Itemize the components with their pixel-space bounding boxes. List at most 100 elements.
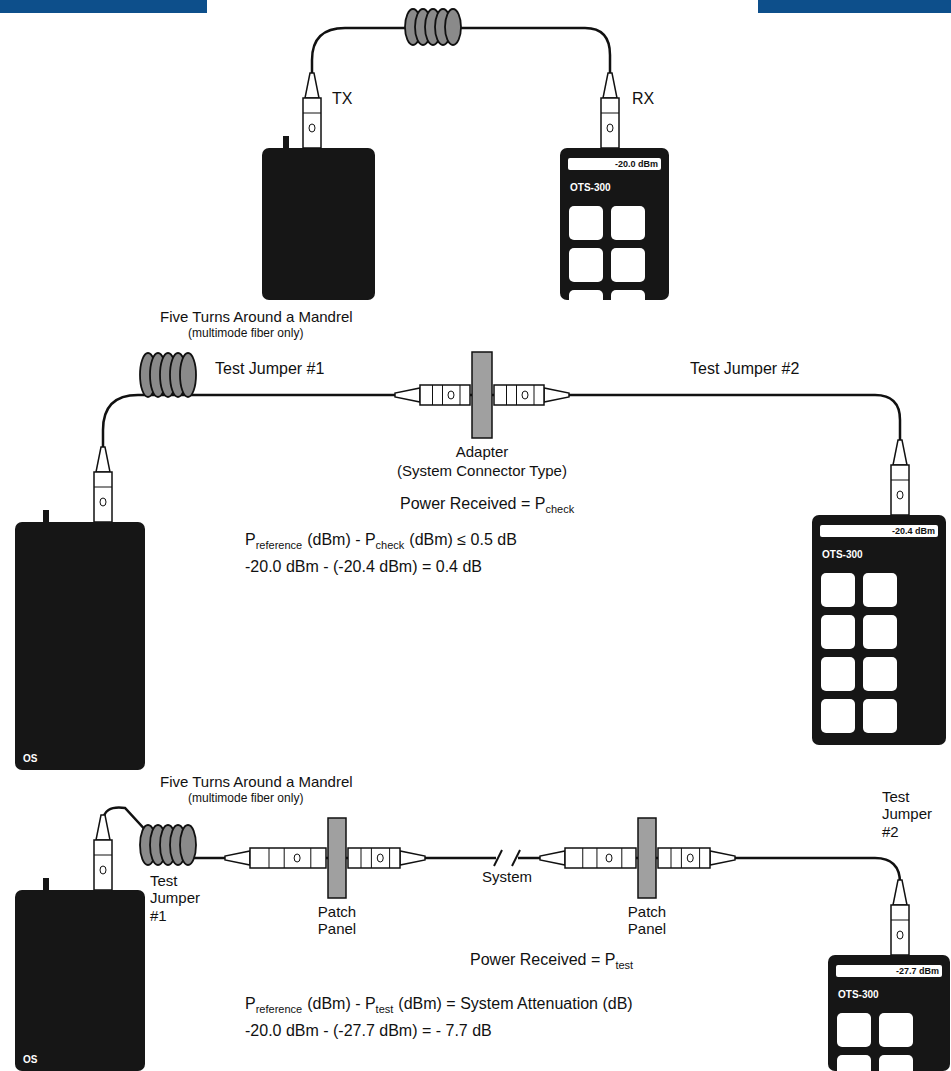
light-source: OS [15,890,145,1071]
formula-text: P [245,995,256,1012]
connector-rib [361,848,362,868]
connector-rib [94,487,112,488]
meter-button [821,615,855,649]
connector-rib [269,848,270,868]
connector-boot [893,880,907,905]
fiber-jumper [103,808,900,955]
connector-key [100,498,106,506]
formula-line: Power Received = Ptest [470,950,633,972]
adapter-bar [472,352,492,438]
connector-boot [603,73,617,98]
fiber-break [496,849,518,867]
antenna [283,136,289,148]
connector-body [303,98,321,148]
mandrel-winding [180,825,196,865]
connector-rib [303,113,321,114]
text-label: System [480,868,534,885]
text-label: Test Jumper #1 [150,872,210,924]
connector-rib [534,385,535,405]
antenna [43,878,49,890]
connector-boot [305,73,319,98]
connector-body [250,848,326,868]
connector-rib [582,848,583,868]
text-label: -20.0 dBm - (-27.7 dBm) = - 7.7 dB [245,1022,492,1040]
meter-button [569,206,603,240]
text-label: RX [632,90,654,108]
text-label: Adapter [456,443,509,460]
power-meter: -20.0 dBmOTS-300 [560,148,669,300]
subscript: test [615,959,633,971]
display-reading: -27.7 dBm [836,965,942,977]
connector-key [606,854,612,862]
connector-key [100,866,106,874]
connector-rib [389,848,390,868]
connector-body [891,905,909,955]
subscript: check [376,539,405,551]
text-label: Patch Panel [619,903,675,938]
model-name: OTS-300 [838,989,879,1000]
connector-rib [506,385,507,405]
connector-key [897,931,903,939]
subscript: check [545,503,574,515]
formula-line: Preference(dBm) - Ptest(dBm) = System At… [245,994,633,1016]
model-name: OTS-300 [570,182,611,193]
connector-rib [699,848,700,868]
power-meter: -27.7 dBmOTS-300 [828,955,950,1071]
meter-button [879,1055,913,1071]
meter-button [569,290,603,300]
connector-key [294,854,300,862]
display-reading: -20.4 dBm [820,525,938,537]
break-slash [494,850,502,866]
formula-line: Power Received = Pcheck [400,494,574,516]
connector-key [377,854,383,862]
meter-button [821,573,855,607]
formula-text: Power Received = P [470,951,615,968]
power-meter: -20.4 dBmOTS-300 [812,515,946,745]
subscript: test [376,1003,394,1015]
connector-rib [284,848,285,868]
connector-boot [710,851,735,865]
formula-text: (dBm) - P [307,995,375,1012]
meter-button [837,1013,871,1047]
meter-button [569,248,603,282]
connector-key [607,124,613,132]
connector-boot [893,440,907,465]
header-bar [0,0,951,13]
mandrel-winding [445,9,461,45]
text-label: Five Turns Around a Mandrel [160,308,353,325]
subscript: reference [256,539,302,551]
connector-rib [310,848,311,868]
connector-body [565,848,636,868]
connector-boot [96,447,110,472]
connector-rib [596,848,597,868]
formula-text: (dBm) - P [307,531,375,548]
connector-rib [442,385,443,405]
connector-rib [621,848,622,868]
connector-boot [540,851,565,865]
meter-button [837,1055,871,1071]
meter-button [863,699,897,733]
connector-rib [371,848,372,868]
meter-button [821,657,855,691]
meter-button [863,657,897,691]
text-label: Patch Panel [309,903,365,938]
meter-button [863,615,897,649]
light-source: OS [15,522,145,770]
model-name: OTS-300 [822,549,863,560]
formula-line: Preference(dBm) - Pcheck(dBm) ≤ 0.5 dB [245,530,517,552]
patch-panel-bar [638,818,656,898]
connector-key [522,391,528,399]
connector-boot [225,851,250,865]
connector-rib [891,920,909,921]
text-label: Five Turns Around a Mandrel [160,773,353,790]
connector-rib [516,385,517,405]
connector-body [494,385,544,405]
connector-key [448,391,454,399]
text-label: (System Connector Type) [397,462,567,479]
connector-boot [400,851,425,865]
formula-text: (dBm) ≤ 0.5 dB [409,531,516,548]
patch-panel-bar [328,818,346,898]
fiber-jumper [103,395,900,522]
connector-key [309,124,315,132]
connector-rib [671,848,672,868]
